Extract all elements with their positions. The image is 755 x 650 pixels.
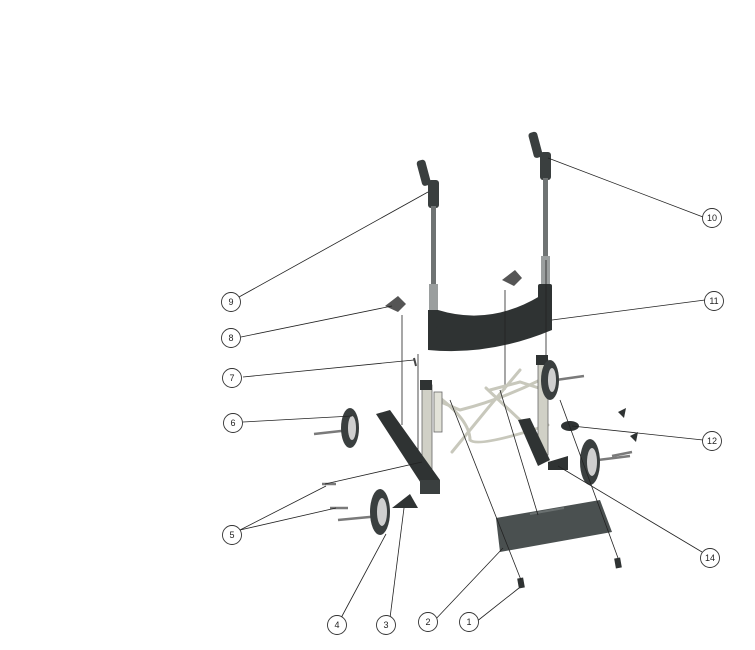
leader-5c <box>324 461 423 485</box>
callout-5: 5 <box>222 525 242 545</box>
left-handle-part <box>416 159 439 314</box>
leader-11 <box>551 299 706 321</box>
leader-4 <box>340 533 387 619</box>
bracket-parts <box>385 270 522 312</box>
right-rear-wheel-part <box>541 360 585 400</box>
leader-1 <box>475 587 520 623</box>
pin-part <box>413 357 417 367</box>
leader-10 <box>547 157 704 218</box>
svg-text:1: 1 <box>466 617 471 627</box>
callout-4: 4 <box>327 615 347 635</box>
callout-9: 9 <box>221 292 241 312</box>
svg-text:12: 12 <box>707 436 717 446</box>
right-front-wheel-part <box>580 439 631 485</box>
svg-text:14: 14 <box>705 553 715 563</box>
svg-text:9: 9 <box>228 297 233 307</box>
cap-parts <box>561 408 638 458</box>
callout-11: 11 <box>704 291 724 311</box>
left-front-wheel-part <box>337 489 390 535</box>
callout-12: 12 <box>702 431 722 451</box>
leader-8 <box>240 305 393 338</box>
callout-14: 14 <box>700 548 720 568</box>
leader-9 <box>238 191 429 298</box>
svg-text:8: 8 <box>228 333 233 343</box>
svg-text:10: 10 <box>707 213 717 223</box>
svg-text:3: 3 <box>383 620 388 630</box>
svg-text:4: 4 <box>334 620 339 630</box>
leader-7 <box>242 359 415 378</box>
callout-6: 6 <box>223 413 243 433</box>
svg-text:6: 6 <box>230 418 235 428</box>
leader-lines <box>238 157 706 623</box>
right-handle-part <box>528 131 551 284</box>
callout-10: 10 <box>702 208 722 228</box>
callout-3: 3 <box>376 615 396 635</box>
tip-parts <box>449 389 622 589</box>
leader-12 <box>571 425 704 441</box>
leader-14 <box>557 465 703 553</box>
svg-text:2: 2 <box>425 617 430 627</box>
leader-6 <box>242 415 353 423</box>
callout-2: 2 <box>418 612 438 632</box>
callout-1: 1 <box>459 612 479 632</box>
backrest-belt-part <box>428 284 552 352</box>
bolt-parts <box>322 482 348 510</box>
main-frame-part <box>376 355 568 494</box>
leader-3 <box>389 507 405 619</box>
svg-text:11: 11 <box>709 296 718 306</box>
leader-5a <box>239 485 327 531</box>
callout-8: 8 <box>221 328 241 348</box>
left-rear-wheel-part <box>313 408 359 448</box>
callouts: 1 2 3 4 5 6 7 8 <box>221 208 724 635</box>
callout-7: 7 <box>222 368 242 388</box>
svg-text:7: 7 <box>229 373 234 383</box>
tray-part <box>496 500 612 552</box>
brake-pad-part <box>392 494 418 508</box>
svg-text:5: 5 <box>229 530 234 540</box>
walker-parts <box>313 131 638 589</box>
leader-2 <box>432 547 504 623</box>
leader-5b <box>239 507 337 531</box>
